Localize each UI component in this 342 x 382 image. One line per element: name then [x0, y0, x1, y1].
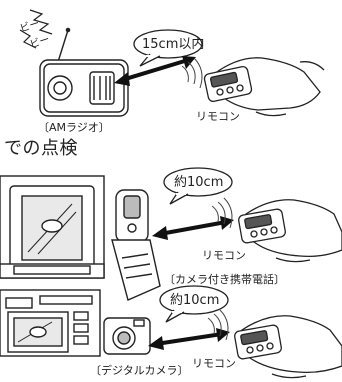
signal-wave-icon — [207, 309, 229, 341]
double-arrow-icon — [148, 328, 230, 350]
distance-label-1: 15cm以内 — [142, 37, 205, 52]
remote-label-3: リモコン — [192, 357, 236, 370]
camera-front-icon — [103, 317, 151, 355]
section-heading: での点検 — [4, 138, 78, 159]
device-label-phone: 〔カメラ付き携帯電話〕 — [164, 273, 285, 286]
distance-label-2: 約10cm — [174, 175, 224, 190]
distance-bubble-2 — [163, 167, 233, 205]
device-label-radio: 〔AMラジオ〕 — [38, 121, 110, 134]
distance-bubble-1 — [133, 29, 203, 67]
radio-icon — [39, 27, 129, 117]
remote-label-2: リモコン — [202, 249, 246, 262]
digital-camera-icon — [0, 289, 101, 357]
camera-phone-icon — [111, 189, 161, 301]
signal-wave-icon — [211, 197, 233, 229]
remote-control-icon — [238, 208, 286, 244]
remote-control-icon — [203, 66, 253, 102]
distance-bubble-3 — [159, 285, 229, 323]
double-arrow-icon — [152, 216, 234, 240]
phone-display-icon — [0, 175, 105, 279]
distance-label-3: 約10cm — [170, 293, 220, 308]
remote-control-icon — [234, 324, 282, 360]
remote-label-1: リモコン — [196, 110, 240, 123]
device-label-camera: 〔デジタルカメラ〕 — [90, 364, 189, 377]
beep-zigzag-icon — [19, 9, 53, 49]
signal-wave-icon — [181, 57, 203, 89]
